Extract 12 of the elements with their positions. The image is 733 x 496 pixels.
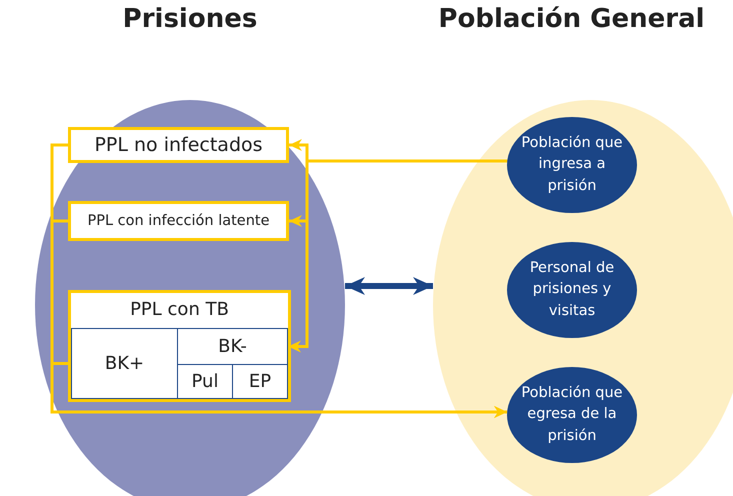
table-cell: BK+	[71, 328, 178, 399]
arrow	[50, 362, 508, 418]
table-header: PPL con TB	[129, 299, 230, 320]
arrow	[288, 160, 508, 352]
table-box	[68, 290, 291, 402]
double-arrow	[345, 277, 433, 295]
table-cell: BK-	[177, 328, 288, 365]
table-cell: EP	[232, 364, 288, 399]
region-title: Prisiones	[122, 4, 258, 34]
region-title: Población General	[438, 4, 705, 34]
process-box: PPL no infectados	[68, 127, 289, 163]
process-box: PPL con infección latente	[68, 201, 289, 241]
